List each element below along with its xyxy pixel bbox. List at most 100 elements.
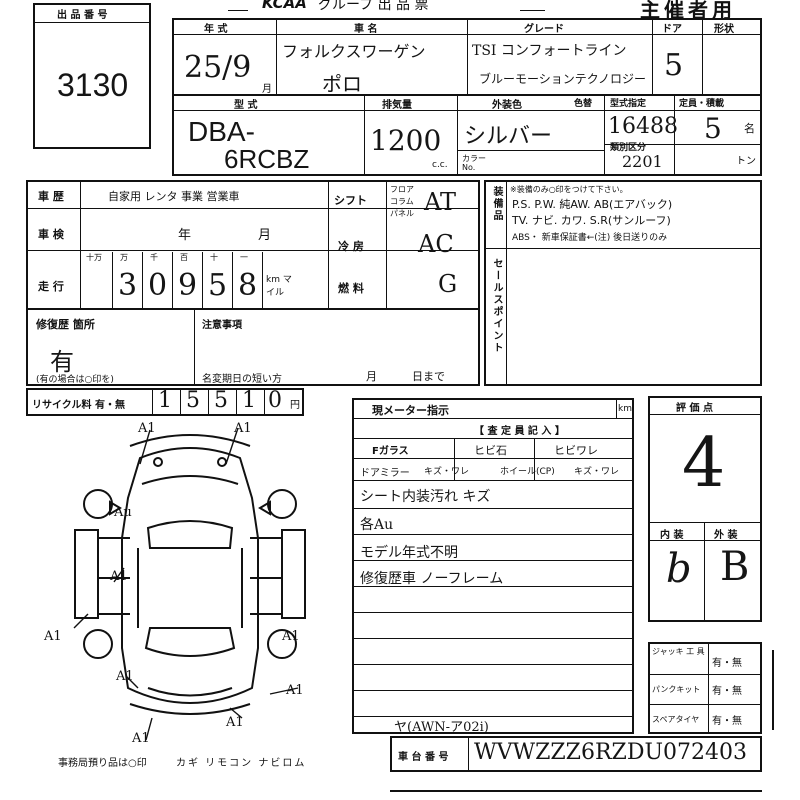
class-value: 2201 bbox=[622, 152, 663, 171]
model-line1: フォルクスワーゲン bbox=[282, 42, 426, 61]
inspection-label: 車 検 bbox=[38, 228, 64, 241]
equipment-label: 装備品 bbox=[491, 186, 502, 222]
type-line2: 6RCBZ bbox=[224, 144, 310, 174]
recycle-digit-3: 1 bbox=[242, 388, 256, 413]
notes-label: 注意事項 bbox=[202, 320, 242, 331]
shift-label: シフト bbox=[334, 194, 367, 207]
equipment-line1: P.S. P.W. 純AW. AB(エアバック) bbox=[512, 198, 673, 211]
damage-mark-3: A1 bbox=[109, 569, 128, 584]
exterior-value: B bbox=[720, 544, 750, 590]
ac-label: 冷 房 bbox=[338, 240, 364, 253]
recycle-digit-2: 5 bbox=[214, 388, 228, 413]
mileage-header-2: 千 bbox=[150, 253, 158, 262]
history-label: 車 歴 bbox=[38, 190, 64, 203]
tire-front-right bbox=[267, 489, 297, 519]
tire-rear-left bbox=[83, 629, 113, 659]
footer-office-keys: 事務局預り品は○印 bbox=[58, 758, 147, 769]
jack-label: ジャッキ 工 具 bbox=[652, 647, 705, 656]
jack-opts: 有・無 bbox=[712, 658, 742, 669]
damage-mark-2: Au bbox=[113, 505, 132, 520]
repair-notes-box: 修復歴 箇所 有 (有の場合は○印を) 注意事項 名変期日の短い方 月 日まで bbox=[26, 308, 480, 386]
meter-label: 現メーター指示 bbox=[372, 404, 449, 417]
mileage-digit-1: 3 bbox=[118, 268, 138, 303]
interior-label: 内 装 bbox=[660, 530, 684, 541]
wheel-opts: キズ・ワレ bbox=[574, 467, 620, 477]
year-label: 年 式 bbox=[204, 24, 228, 35]
lot-number-label: 出 品 番 号 bbox=[57, 10, 108, 21]
fuel-label: 燃 料 bbox=[338, 282, 364, 295]
car-body bbox=[121, 447, 259, 704]
grade-score: 4 bbox=[682, 424, 726, 503]
color-value: シルバー bbox=[464, 124, 553, 149]
capacity-value: 5 bbox=[704, 112, 722, 145]
vehicle-row2: 型 式 排気量 外装色 色替 型式指定 定員・積載 DBA- 6RCBZ 120… bbox=[172, 94, 762, 176]
car-damage-diagram: A1 A1 Au A1 A1 A1 A1 A1 A1 A1 bbox=[43, 421, 306, 746]
inspection-year: 年 bbox=[178, 228, 192, 243]
type-line1: DBA- bbox=[188, 116, 255, 147]
f-glass-label: Fガラス bbox=[372, 446, 409, 457]
tire-front-left bbox=[83, 489, 113, 519]
recycle-unit: 円 bbox=[290, 400, 300, 411]
damage-mark-1: A1 bbox=[233, 421, 252, 436]
displacement-label: 排気量 bbox=[382, 100, 412, 111]
damage-mark-6: A1 bbox=[285, 683, 304, 698]
chip-label: ヒビ石 bbox=[474, 444, 507, 457]
mileage-header-5: 一 bbox=[240, 253, 248, 262]
equipment-line3: ABS・ 新車保証書←(注) 後日送りのみ bbox=[512, 233, 668, 243]
lot-number-box: 出 品 番 号 3130 bbox=[33, 3, 151, 149]
inspection-month: 月 bbox=[258, 228, 272, 243]
fuel-value: G bbox=[438, 270, 458, 298]
shape-label: 形状 bbox=[714, 24, 734, 35]
inspector-note-0: シート内装汚れ キズ bbox=[360, 489, 491, 505]
model-label: 車 名 bbox=[354, 24, 378, 35]
damage-mark-0: A1 bbox=[137, 421, 156, 436]
history-options: 自家用 レンタ 事業 営業車 bbox=[108, 190, 240, 203]
grade-line1: TSI コンフォートライン bbox=[472, 43, 627, 59]
chassis-label: 車 台 番 号 bbox=[398, 752, 449, 763]
interior-value: b bbox=[666, 546, 692, 592]
left-side-panel bbox=[74, 529, 99, 619]
color-label: 外装色 bbox=[492, 100, 522, 111]
notes-month: 月 bbox=[366, 370, 377, 383]
tools-box: ジャッキ 工 具 有・無 パンクキット 有・無 スペアタイヤ 有・無 bbox=[648, 642, 762, 734]
spare-label: スペアタイヤ bbox=[652, 715, 700, 724]
damage-mark-5: A1 bbox=[115, 669, 134, 684]
shift-value: AT bbox=[424, 188, 457, 216]
mileage-header-1: 万 bbox=[120, 253, 128, 262]
cc-unit: c.c. bbox=[432, 160, 448, 170]
doors-value: 5 bbox=[664, 48, 684, 83]
door-mirror-label: ドアミラー bbox=[360, 468, 410, 479]
recycle-label: リサイクル料 有・無 bbox=[32, 400, 125, 411]
mileage-unit: km マイル bbox=[266, 275, 292, 298]
recycle-digit-0: 1 bbox=[158, 388, 172, 413]
capacity-unit: 名 bbox=[744, 122, 755, 135]
inspector-note-3: 修復歴車 ノーフレーム bbox=[360, 571, 504, 587]
repair-value: 有 bbox=[50, 348, 74, 376]
mileage-digit-3: 9 bbox=[178, 268, 198, 303]
repair-note: (有の場合は○印を) bbox=[36, 375, 114, 385]
grade-box: 評 価 点 4 内 装 外 装 b B bbox=[648, 396, 762, 622]
meter-box: 現メーター指示 km 【 査 定 員 記 入 】 Fガラス ヒビ石 ヒビワレ ド… bbox=[352, 398, 634, 735]
model-designation-label: 型式指定 bbox=[610, 99, 647, 109]
repair-label: 修復歴 箇所 bbox=[36, 318, 95, 331]
brand-logo: KCAA bbox=[262, 0, 307, 12]
puncture-opts: 有・無 bbox=[712, 686, 742, 697]
spare-opts: 有・無 bbox=[712, 716, 742, 727]
recycle-digit-4: 0 bbox=[268, 388, 282, 413]
grade-line2: ブルーモーションテクノロジー bbox=[479, 72, 647, 86]
inspector-note-2: モデル年式不明 bbox=[360, 545, 458, 561]
mirror-opts: キズ・ワレ bbox=[424, 467, 470, 477]
exterior-label: 外 装 bbox=[714, 530, 738, 541]
damage-mark-7: A1 bbox=[225, 715, 244, 730]
chassis-value: WVWZZZ6RZDU072403 bbox=[474, 740, 747, 765]
sales-point-label: セールスポイント bbox=[491, 258, 502, 354]
mileage-header-3: 百 bbox=[180, 253, 188, 262]
color-sub-label: 色替 bbox=[574, 99, 593, 109]
damage-mark-4: A1 bbox=[43, 629, 62, 644]
capacity-label: 定員・積載 bbox=[679, 99, 725, 109]
ton-unit: トン bbox=[736, 156, 756, 167]
displacement-value: 1200 bbox=[370, 124, 442, 157]
year-value: 25/9 bbox=[184, 50, 252, 85]
lot-number-value: 3130 bbox=[57, 67, 129, 103]
